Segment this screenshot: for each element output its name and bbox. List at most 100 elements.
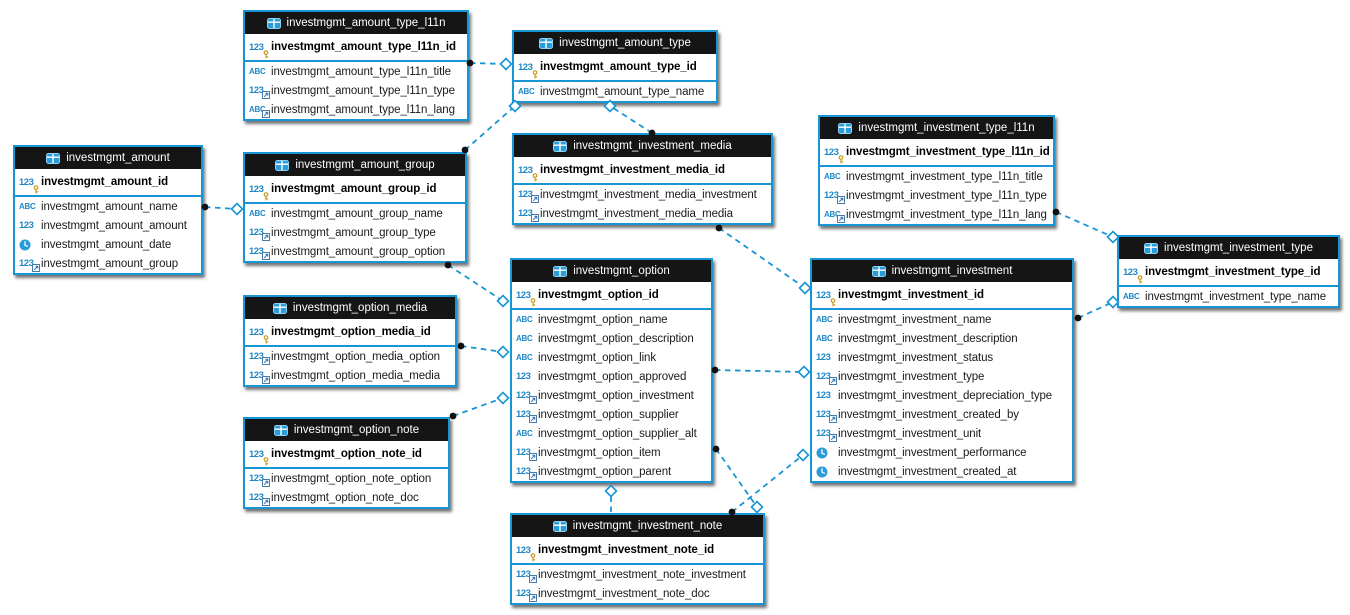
column-name: investmgmt_amount_type_l11n_id bbox=[271, 41, 456, 53]
table-header[interactable]: investmgmt_investment_media bbox=[514, 135, 771, 157]
column-type-icon: 123 bbox=[516, 537, 538, 563]
number-type-icon: 123 bbox=[19, 176, 34, 188]
column-name: investmgmt_option_name bbox=[538, 313, 668, 326]
foreign-key-icon bbox=[262, 376, 270, 384]
column-name: investmgmt_amount_group bbox=[41, 257, 179, 270]
table-title: investmgmt_amount bbox=[66, 152, 170, 164]
table-header[interactable]: investmgmt_amount bbox=[15, 147, 201, 169]
table-header[interactable]: investmgmt_option bbox=[512, 260, 711, 282]
text-type-icon: ABC bbox=[516, 315, 533, 324]
column-type-icon: 123 bbox=[516, 405, 538, 424]
column-type-icon: ABC bbox=[824, 167, 846, 186]
column-name: investmgmt_investment_type_name bbox=[1145, 290, 1326, 303]
number-type-icon: 123 bbox=[249, 227, 264, 238]
column-type-icon: ABC bbox=[816, 329, 838, 348]
table-header[interactable]: investmgmt_investment bbox=[812, 260, 1072, 282]
number-type-icon: 123 bbox=[516, 289, 531, 301]
column-row[interactable]: investmgmt_amount_date bbox=[15, 235, 201, 254]
table-header[interactable]: investmgmt_option_note bbox=[245, 419, 448, 441]
primary-key-icon bbox=[1136, 275, 1144, 284]
table-header[interactable]: investmgmt_amount_type_l11n bbox=[245, 12, 467, 34]
column-row[interactable]: investmgmt_investment_performance bbox=[812, 443, 1072, 462]
table-header[interactable]: investmgmt_investment_note bbox=[512, 515, 763, 537]
table-header[interactable]: investmgmt_investment_type bbox=[1119, 237, 1338, 259]
text-type-icon: ABC bbox=[816, 334, 833, 343]
column-name: investmgmt_investment_created_at bbox=[838, 465, 1017, 478]
number-type-icon: 123 bbox=[19, 220, 34, 231]
column-type-icon: ABC bbox=[824, 205, 846, 224]
column-name: investmgmt_investment_created_by bbox=[838, 408, 1019, 421]
column-row[interactable]: investmgmt_investment_created_at bbox=[812, 462, 1072, 481]
column-type-icon: 123 bbox=[249, 34, 271, 60]
table-header[interactable]: investmgmt_investment_type_l11n bbox=[820, 117, 1053, 139]
table-header[interactable]: investmgmt_amount_group bbox=[245, 154, 465, 176]
table-header[interactable]: investmgmt_amount_type bbox=[514, 32, 716, 54]
column-row[interactable]: ABC investmgmt_option_name bbox=[512, 310, 711, 329]
table-header[interactable]: investmgmt_option_media bbox=[245, 297, 455, 319]
